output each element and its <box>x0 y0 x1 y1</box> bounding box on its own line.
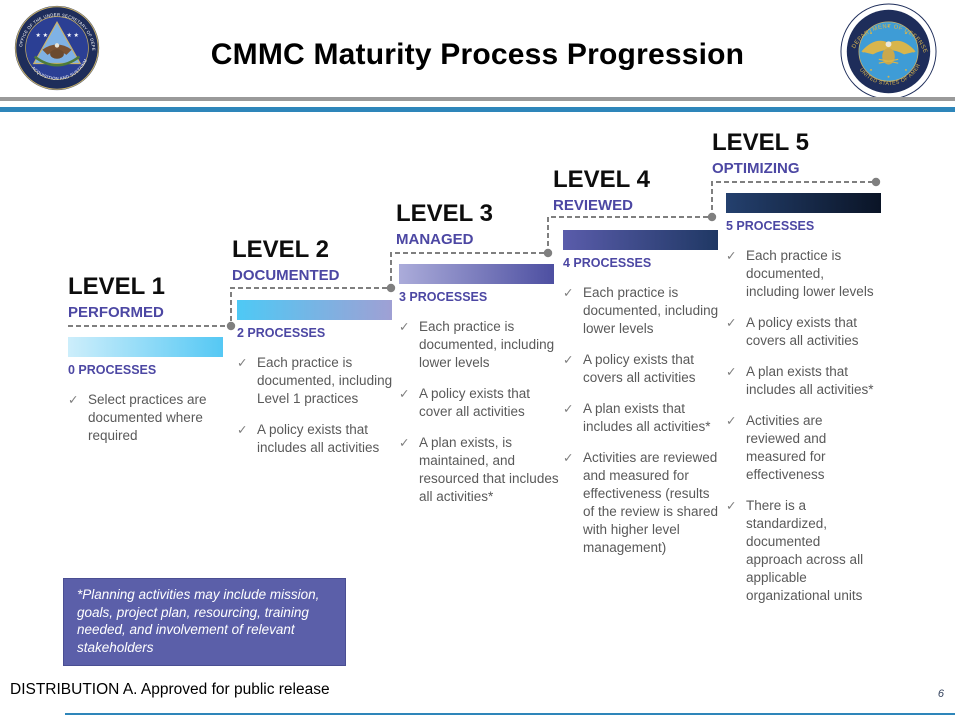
list-item: ✓ A policy exists that cover all activiti… <box>399 385 564 421</box>
level-3-column: LEVEL 3 MANAGED 3 PROCESSES ✓ Each practi… <box>396 201 564 506</box>
checkmark-icon: ✓ <box>726 499 737 513</box>
level-2-title: LEVEL 2 <box>232 236 329 263</box>
list-item: ✓ A plan exists that includes all activit… <box>726 363 880 399</box>
level-2-processes-label: 2 PROCESSES <box>237 326 326 340</box>
level-3-subtitle: MANAGED <box>396 231 474 248</box>
level-2-maturity-bar <box>237 300 392 320</box>
header-divider-gray <box>0 97 955 101</box>
checkmark-icon: ✓ <box>726 365 737 379</box>
list-item: ✓ Each practice is documented, including … <box>726 247 880 301</box>
level-5-processes-label: 5 PROCESSES <box>726 219 815 233</box>
left-seal-laurel <box>33 55 81 67</box>
bullet-text: A policy exists that cover all activitie… <box>419 386 531 419</box>
level-1-processes-label: 0 PROCESSES <box>68 363 157 377</box>
checkmark-icon: ✓ <box>726 316 737 330</box>
list-item: ✓ Each practice is documented, including … <box>399 318 564 372</box>
level-5-column: LEVEL 5 OPTIMIZING 5 PROCESSES ✓ Each pra… <box>712 129 881 605</box>
bullet-text: A policy exists that covers all activiti… <box>746 315 859 348</box>
bullet-text: A plan exists that includes all activiti… <box>746 364 874 397</box>
header-divider-blue <box>0 107 955 112</box>
bullet-text: A plan exists that includes all activiti… <box>583 401 711 434</box>
distribution-statement: DISTRIBUTION A. Approved for public rele… <box>10 681 330 698</box>
level-4-processes-label: 4 PROCESSES <box>563 256 652 270</box>
bottom-border-line <box>65 713 955 715</box>
level-2-subtitle: DOCUMENTED <box>232 267 340 284</box>
bullet-text: Activities are reviewed and measured for… <box>746 413 827 482</box>
checkmark-icon: ✓ <box>726 414 737 428</box>
page-number: 6 <box>937 688 944 700</box>
bullet-text: Activities are reviewed and measured for… <box>583 450 719 555</box>
level-2-bullet-list: ✓ Each practice is documented, including … <box>237 354 400 457</box>
bullet-text: Each practice is documented, including l… <box>583 285 719 336</box>
level-1-maturity-bar <box>68 337 223 357</box>
ousd-acquisition-sustainment-seal-icon: OFFICE OF THE UNDER SECRETARY OF DEFENSE… <box>14 5 100 91</box>
right-seal-eagle-wings <box>861 40 916 55</box>
level-1-column: LEVEL 1 PERFORMED 0 PROCESSES ✓ Select pr… <box>68 274 236 445</box>
level-4-title: LEVEL 4 <box>553 166 650 193</box>
level-3-processes-label: 3 PROCESSES <box>399 290 488 304</box>
checkmark-icon: ✓ <box>68 393 79 407</box>
level-3-title: LEVEL 3 <box>396 200 493 227</box>
checkmark-icon: ✓ <box>563 286 574 300</box>
page-title: CMMC Maturity Process Progression <box>210 38 745 71</box>
list-item: ✓ A plan exists that includes all activit… <box>563 400 721 436</box>
level-3-bullet-list: ✓ Each practice is documented, including … <box>399 318 564 506</box>
left-seal-triangle <box>32 20 82 65</box>
level-4-maturity-bar <box>563 230 718 250</box>
list-item: ✓ A plan exists, is maintained, and resou… <box>399 434 564 506</box>
bullet-text: There is a standardized, documented appr… <box>746 498 864 603</box>
left-seal-eagle-body <box>50 49 64 59</box>
bullet-text: Each practice is documented, including l… <box>419 319 555 370</box>
list-item: ✓ There is a standardized, documented app… <box>726 497 880 605</box>
level-5-bullet-list: ✓ Each practice is documented, including … <box>726 247 880 605</box>
list-item: ✓ A policy exists that covers all activit… <box>563 351 721 387</box>
bullet-text: A policy exists that includes all activi… <box>257 422 380 455</box>
level-4-bullet-list: ✓ Each practice is documented, including … <box>563 284 721 557</box>
planning-footnote-box: *Planning activities may include mission… <box>63 578 346 666</box>
checkmark-icon: ✓ <box>563 402 574 416</box>
level-1-title: LEVEL 1 <box>68 273 165 300</box>
checkmark-icon: ✓ <box>399 436 410 450</box>
left-seal-stars-right: ★ ★ <box>66 32 78 39</box>
level-5-maturity-bar <box>726 193 881 213</box>
level-5-title: LEVEL 5 <box>712 129 809 156</box>
checkmark-icon: ✓ <box>237 423 248 437</box>
list-item: ✓ Each practice is documented, including … <box>237 354 400 408</box>
checkmark-icon: ✓ <box>563 451 574 465</box>
right-seal-eagle-head <box>885 41 892 48</box>
list-item: ✓ A policy exists that includes all activ… <box>237 421 400 457</box>
department-of-defense-seal-icon: DEPARTMENT OF DEFENSE UNITED STATES OF A… <box>840 3 937 100</box>
checkmark-icon: ✓ <box>237 356 248 370</box>
list-item: ✓ Select practices are documented where r… <box>68 391 236 445</box>
list-item: ✓ A policy exists that covers all activit… <box>726 314 880 350</box>
bullet-text: Each practice is documented, including l… <box>746 248 874 299</box>
checkmark-icon: ✓ <box>563 353 574 367</box>
list-item: ✓ Activities are reviewed and measured fo… <box>726 412 880 484</box>
level-4-subtitle: REVIEWED <box>553 197 634 214</box>
level-4-column: LEVEL 4 REVIEWED 4 PROCESSES ✓ Each pract… <box>553 167 721 557</box>
checkmark-icon: ✓ <box>726 249 737 263</box>
level-2-column: LEVEL 2 DOCUMENTED 2 PROCESSES ✓ Each pra… <box>232 237 400 457</box>
bullet-text: Select practices are documented where re… <box>88 392 207 443</box>
right-seal-arrows <box>878 58 899 64</box>
bullet-text: Each practice is documented, including L… <box>257 355 393 406</box>
list-item: ✓ Activities are reviewed and measured fo… <box>563 449 721 557</box>
level-5-subtitle: OPTIMIZING <box>712 160 800 177</box>
level-3-maturity-bar <box>399 264 554 284</box>
level-1-subtitle: PERFORMED <box>68 304 164 321</box>
list-item: ✓ Each practice is documented, including … <box>563 284 721 338</box>
bullet-text: A plan exists, is maintained, and resour… <box>419 435 559 504</box>
left-seal-eagle-head <box>54 43 60 48</box>
bullet-text: A policy exists that covers all activiti… <box>583 352 696 385</box>
checkmark-icon: ✓ <box>399 387 410 401</box>
left-seal-stars-left: ★ ★ <box>36 32 48 39</box>
checkmark-icon: ✓ <box>399 320 410 334</box>
level-1-bullet-list: ✓ Select practices are documented where r… <box>68 391 236 445</box>
